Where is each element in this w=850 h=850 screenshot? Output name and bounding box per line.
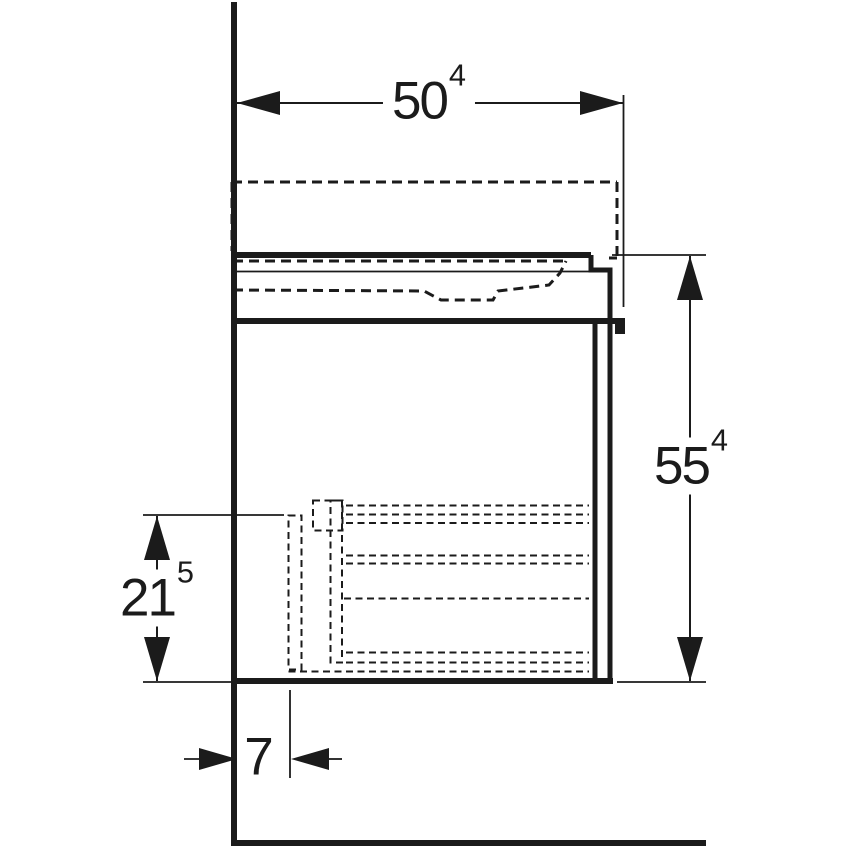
floor-line: [231, 840, 706, 846]
dimension-label-right-height: 554: [644, 424, 738, 496]
washbasin-outline: [231, 252, 625, 334]
washbasin-hidden-lines: [232, 259, 568, 302]
arrowhead-up: [677, 256, 703, 300]
arrowhead-up: [144, 516, 170, 560]
arrowhead-right-pointing: [199, 748, 237, 770]
arrowhead-right: [580, 91, 623, 115]
drawer-rail-post-dashed: [329, 499, 343, 664]
wall-line: [231, 2, 237, 846]
dimension-superscript: 4: [448, 57, 467, 93]
dimension-value: 50: [391, 71, 449, 131]
drawer-hidden-lines: [287, 499, 589, 673]
dimension-value: 55: [653, 436, 711, 496]
arrowhead-left-pointing: [291, 748, 329, 770]
arrowhead-down: [677, 637, 703, 681]
dimension-label-left-height: 215: [110, 556, 204, 628]
dimension-value: 21: [119, 568, 177, 628]
drawer-bracket-dashed: [312, 499, 344, 532]
dimension-label-top-width: 504: [382, 59, 476, 131]
dimension-superscript: 5: [176, 554, 195, 590]
basin-front-lip-tab: [615, 324, 625, 334]
drawer-back-panel-dashed: [287, 514, 303, 671]
dimension-value: 7: [244, 727, 274, 787]
basin-bowl-hidden-dashed: [232, 260, 568, 302]
basin-front-step: [588, 255, 613, 321]
arrowhead-left: [237, 91, 280, 115]
cabinet-outline: [231, 322, 613, 684]
dimension-left-height: [143, 514, 284, 683]
wall-and-floor: [231, 2, 706, 846]
dimension-bottom-offset: [184, 690, 342, 778]
arrowhead-down: [144, 637, 170, 681]
washbasin-installation-outline: [230, 180, 619, 260]
dimension-label-bottom-offset: 7: [239, 727, 279, 787]
dimension-superscript: 4: [710, 422, 729, 458]
